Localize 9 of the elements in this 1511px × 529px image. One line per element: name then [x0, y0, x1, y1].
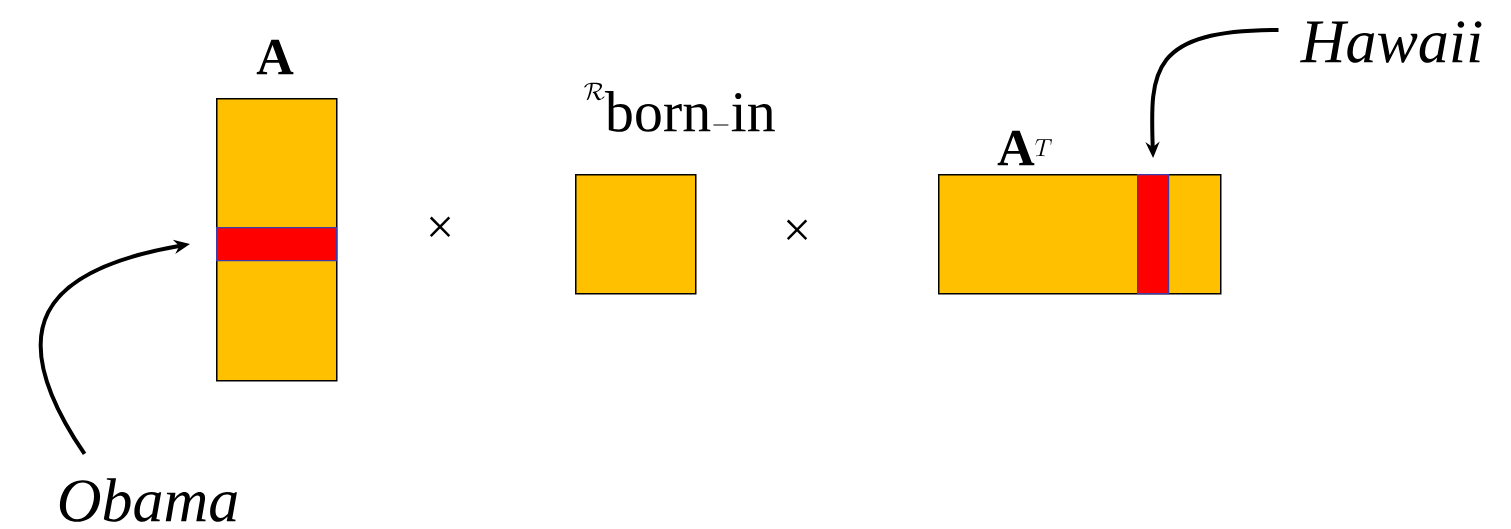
highlighted-bar	[1137, 174, 1170, 295]
multiply-sign: ×	[786, 219, 808, 240]
highlighted-bar	[216, 227, 338, 262]
entity-label: Hawaii	[1300, 21, 1482, 63]
matrix-label: $\mathbf{A}$	[256, 39, 294, 75]
matrix-label: $\mathbf{A}^{T}$	[997, 130, 1052, 166]
matrix-label: $\mathcal{R}_{\mathrm{born-in}}$	[584, 82, 775, 132]
multiply-sign: ×	[429, 216, 451, 237]
entity-label: Obama	[59, 478, 237, 522]
